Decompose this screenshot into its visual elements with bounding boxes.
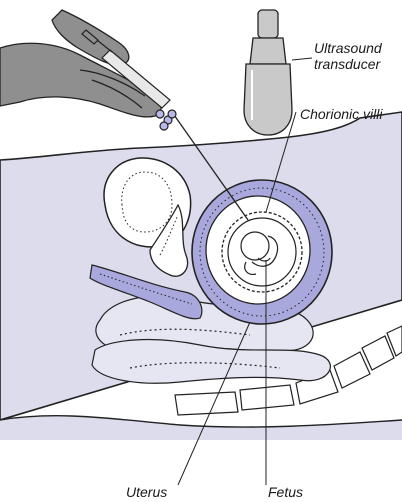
label-chorionic-villi: Chorionic villi [300,106,382,122]
label-ultrasound-line1: Ultrasound [314,40,382,56]
ultrasound-transducer [244,10,292,135]
gloved-hands [0,10,161,117]
label-fetus: Fetus [268,484,303,500]
leader-ultrasound [292,58,312,60]
label-ultrasound-line2: transducer [314,56,382,72]
label-ultrasound-transducer: Ultrasound transducer [314,40,382,72]
bladder-inner [122,172,172,232]
label-uterus: Uterus [126,484,167,500]
